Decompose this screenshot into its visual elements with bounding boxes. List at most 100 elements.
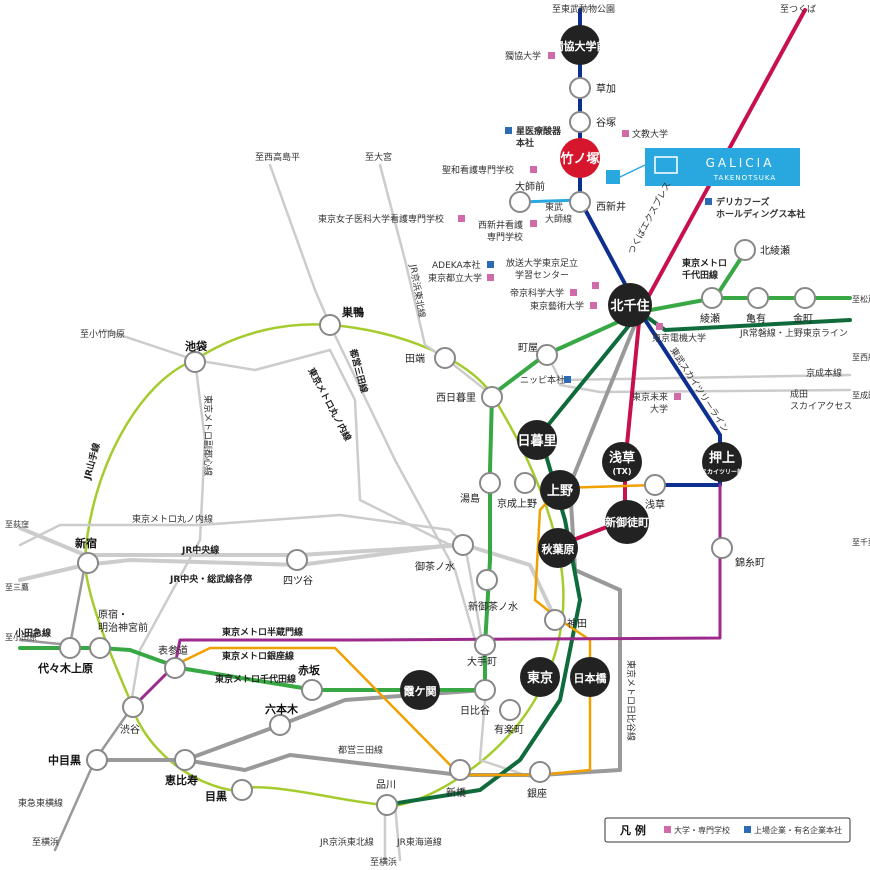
station-soka[interactable] [569, 77, 591, 99]
mita-line-north [268, 163, 477, 642]
line-label-l3: 京成本線 [806, 367, 842, 379]
station-hibiya[interactable] [474, 679, 496, 701]
galicia-marker[interactable]: GALICIA TAKENOTSUKA [606, 148, 800, 186]
label-dokkyo: 獨協大学前 [552, 39, 608, 53]
station-ginza[interactable] [529, 761, 551, 783]
station-ikebukuro[interactable] [184, 351, 206, 373]
company-marker-p7 [705, 198, 712, 205]
station-daishimae[interactable] [509, 191, 531, 213]
line-label-l1a: 東京メトロ [682, 257, 727, 269]
station-shinochanomizu[interactable] [476, 569, 498, 591]
terminal-t5: 至小竹向原 [80, 328, 125, 340]
label-ginza: 銀座 [527, 787, 547, 800]
station-kinshicho[interactable] [711, 537, 733, 559]
hub-dokkyo[interactable] [560, 25, 600, 65]
hub-nihonbashi[interactable] [570, 657, 610, 697]
place-p10b: 学習センター [515, 269, 569, 281]
place-p10a: 放送大学東京足立 [506, 257, 578, 269]
station-labels: 草加 谷塚 大師前 西新井 北綾瀬 綾瀬 亀有 金町 巣鴨 池袋 田端 西日暮里… [37, 83, 813, 803]
label-roppongi: 六本木 [265, 702, 299, 716]
station-harajuku[interactable] [89, 637, 111, 659]
place-p2a: 星医療酸器 [516, 125, 562, 137]
hub-akihabara[interactable] [538, 528, 578, 568]
station-ebisu[interactable] [174, 749, 196, 771]
station-ochanomizu[interactable] [452, 534, 474, 556]
place-markers: 獨協大学 星医療酸器 本社 文教大学 聖和看護専門学校 東京女子医科大学看護専門… [318, 50, 805, 415]
place-p11: 帝京科学大学 [510, 287, 564, 299]
school-marker-p13 [656, 323, 663, 330]
station-roppongi[interactable] [269, 714, 291, 736]
station-tabata[interactable] [434, 347, 456, 369]
station-keiseiueno[interactable] [514, 472, 536, 494]
station-meguro[interactable] [231, 779, 253, 801]
hub-ueno[interactable] [540, 470, 580, 510]
station-shimbashi[interactable] [449, 759, 471, 781]
label-yatsuka: 谷塚 [596, 117, 616, 129]
line-label-l22b: 大師線 [545, 213, 572, 225]
station-yotsuya[interactable] [286, 549, 308, 571]
station-kanamachi[interactable] [794, 287, 816, 309]
station-omotesando[interactable] [164, 657, 186, 679]
jr-line-shinjuku-ochanomizu [18, 526, 557, 620]
station-shibuya[interactable] [122, 696, 144, 718]
station-kameari[interactable] [747, 287, 769, 309]
station-akasaka[interactable] [301, 679, 323, 701]
hub-shinokachimachi[interactable] [605, 500, 649, 544]
label-ebisu: 恵比寿 [165, 773, 198, 787]
hub-asakusa[interactable] [602, 442, 642, 482]
station-shinjuku[interactable] [77, 552, 99, 574]
station-nishiarai[interactable] [569, 191, 591, 213]
label-nihonbashi: 日本橋 [574, 671, 608, 685]
label-shinagawa: 品川 [376, 779, 396, 791]
hub-nippori[interactable] [517, 420, 557, 460]
hub-kasumigaseki[interactable] [400, 670, 440, 710]
label-shinochanomizu: 新御茶ノ水 [468, 600, 518, 613]
jr-line-chuo [18, 543, 452, 582]
line-label-l9: 東京メトロ銀座線 [222, 650, 294, 662]
station-sugamo[interactable] [319, 314, 341, 336]
line-label-l6: JR中央線 [181, 544, 219, 556]
station-kitaayase[interactable] [734, 239, 756, 261]
station-otemachi[interactable] [474, 634, 496, 656]
station-asakusa2[interactable] [644, 474, 666, 496]
hub-tokyo[interactable] [520, 657, 560, 697]
hub-oshiage[interactable] [702, 442, 742, 482]
label-asakusa2: 浅草 [645, 498, 665, 511]
label-kinshicho: 錦糸町 [735, 556, 765, 569]
station-nishinippori[interactable] [481, 386, 503, 408]
label-otemachi: 大手町 [467, 655, 497, 668]
station-shinagawa[interactable] [376, 794, 398, 816]
label-sugamo: 巣鴨 [341, 305, 364, 319]
label-shinjuku: 新宿 [75, 536, 97, 550]
line-label-l2: JR常磐線・上野東京ライン [739, 327, 848, 339]
label-omotesando: 表参道 [158, 644, 188, 657]
station-yoyogiuehara[interactable] [59, 637, 81, 659]
station-nakameguro[interactable] [86, 749, 108, 771]
line-label-l1b: 千代田線 [682, 269, 718, 281]
stations [59, 77, 816, 816]
hub-takenotsuka[interactable] [560, 138, 600, 178]
place-p7b: ホールディングス本社 [716, 208, 805, 220]
label-oshiage: 押上 [709, 450, 735, 466]
station-machiya[interactable] [536, 344, 558, 366]
label-kameari: 亀有 [746, 312, 766, 325]
label-hibiya: 日比谷 [460, 705, 490, 717]
place-p15a: 東京未来 [632, 391, 668, 403]
galicia-name: GALICIA [706, 156, 775, 170]
label-machiya: 町屋 [518, 342, 538, 354]
station-ayase[interactable] [701, 287, 723, 309]
station-yurakucho[interactable] [499, 699, 521, 721]
label-nishinippori: 西日暮里 [436, 391, 476, 404]
hub-stations [400, 25, 742, 710]
terminal-t12: 至小田原 [5, 633, 37, 642]
label-ueno: 上野 [547, 484, 573, 499]
station-yushima[interactable] [479, 472, 501, 494]
legend-school-marker [664, 826, 671, 833]
place-p6a: 西新井看護 [478, 219, 523, 231]
place-p9: 東京都立大学 [428, 272, 482, 284]
place-p6b: 専門学校 [487, 231, 523, 243]
ginza-line [133, 483, 657, 777]
hub-kitasenju[interactable] [608, 283, 652, 327]
station-yatsuka[interactable] [569, 111, 591, 133]
station-kanda[interactable] [544, 609, 566, 631]
